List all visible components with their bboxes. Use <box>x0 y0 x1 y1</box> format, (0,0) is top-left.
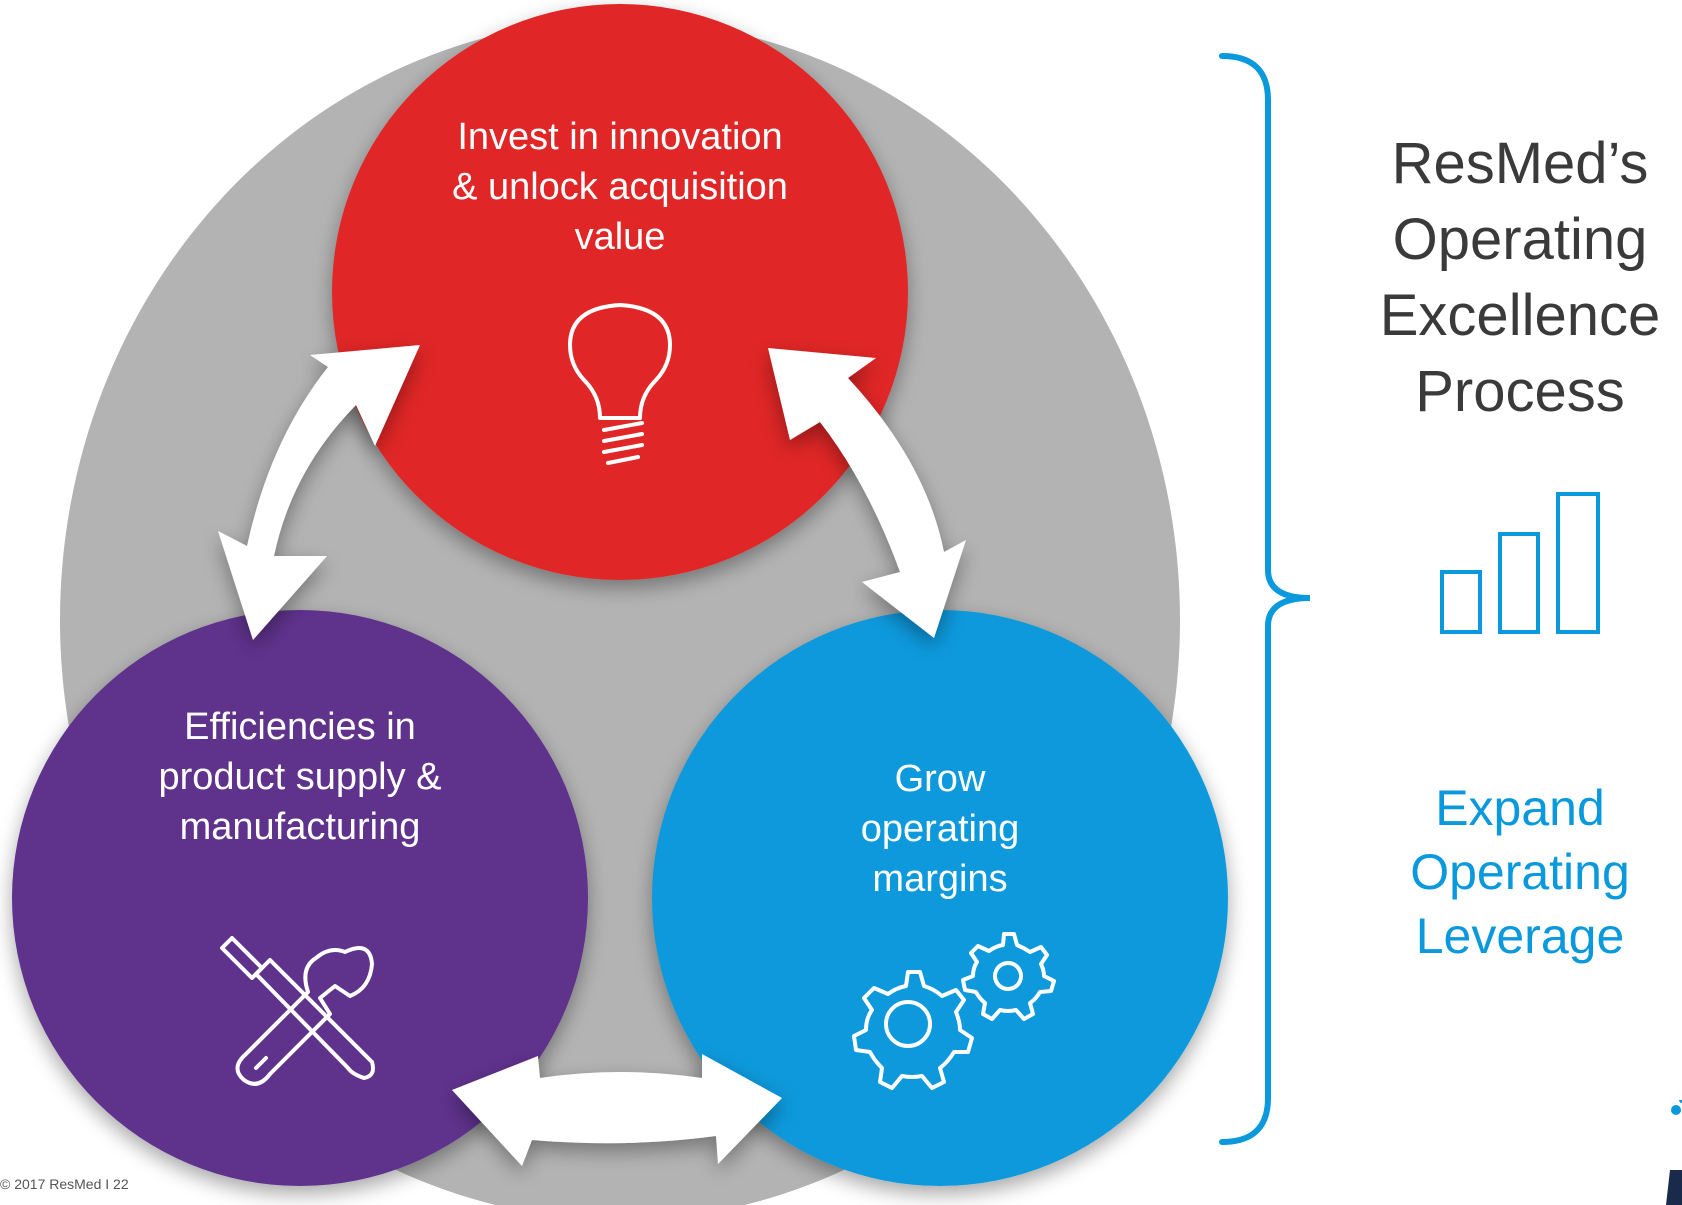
double-arrow-icon <box>768 348 966 638</box>
brace-bracket <box>1219 53 1311 1145</box>
arrow-innovation-margins <box>768 348 966 638</box>
efficiencies-label: Efficiencies in product supply & manufac… <box>158 706 442 848</box>
logo-fragment <box>1666 1100 1682 1205</box>
innovation-circle <box>332 4 908 580</box>
lightbulb-icon <box>568 303 672 465</box>
gears-icon <box>852 932 1056 1090</box>
double-arrow-icon <box>218 345 420 640</box>
efficiencies-circle <box>12 610 588 1186</box>
double-arrow-icon <box>452 1054 782 1166</box>
leverage-label: Expand Operating Leverage <box>1410 780 1630 964</box>
bar-chart-icon <box>1440 492 1600 634</box>
footer-copyright: © 2017 ResMed I 22 <box>0 1176 129 1192</box>
arrow-efficiencies-margins <box>452 1054 782 1166</box>
margins-label: Grow operating margins <box>860 758 1020 900</box>
margins-circle <box>652 610 1228 1186</box>
process-title: ResMed’s Operating Excellence Process <box>1379 131 1661 424</box>
innovation-label: Invest in innovation & unlock acquisitio… <box>452 116 788 258</box>
wrench-screwdriver-icon <box>220 936 375 1086</box>
arrow-innovation-efficiencies <box>218 345 420 640</box>
